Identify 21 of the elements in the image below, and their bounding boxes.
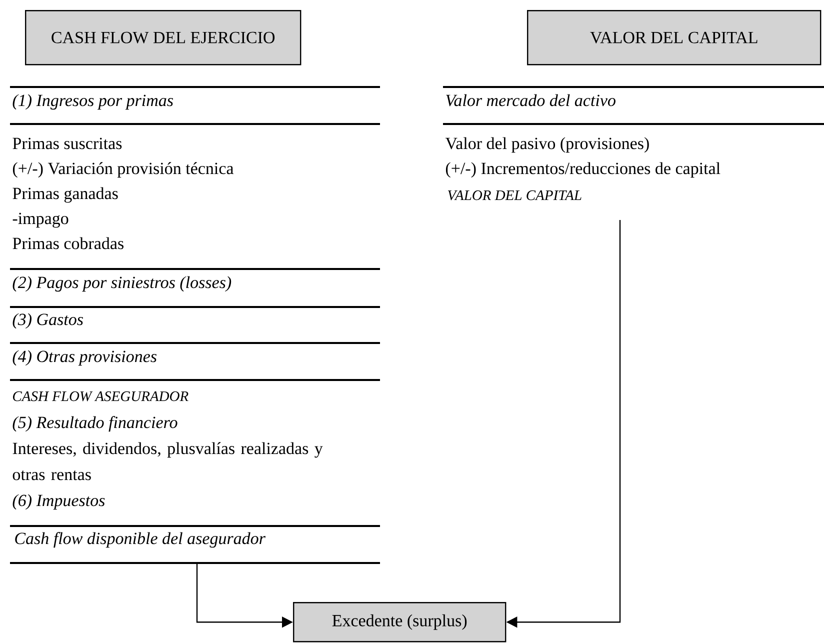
label-text: (2) Pagos por siniestros (losses) [12,276,232,292]
label-text: Primas ganadas [12,187,118,203]
label-text: Intereses, dividendos, plusvalías realizadas y otras rentas [12,442,323,480]
header-box: VALOR DEL CAPITAL [527,10,822,66]
total-text: VALOR DEL CAPITAL [448,190,582,200]
header-box: CASH FLOW DEL EJERCICIO [25,10,302,66]
label-text: (4) Otras provisiones [12,350,156,366]
label-text: (1) Ingresos por primas [12,94,173,110]
total-text: Cash flow disponible del asegurador [15,532,266,548]
label-text: CASH FLOW ASEGURADOR [13,391,188,402]
label-text: Primas suscritas [12,138,122,150]
label-text: (+/-) Incrementos/reducciones de capital [446,162,720,178]
label-text: (+/-) Variación provisión técnica [12,162,234,178]
label-text: Primas cobradas [12,237,124,250]
label-text: Valor mercado del activo [446,94,616,106]
label-text: (6) Impuestos [12,494,105,510]
label-text: (5) Resultado financiero [12,416,178,432]
label-text: -impago [12,212,68,228]
header-box: Excedente (surplus) [293,602,506,642]
label-text: (3) Gastos [12,313,83,329]
label-text: Valor del pasivo (provisiones) [445,137,649,153]
